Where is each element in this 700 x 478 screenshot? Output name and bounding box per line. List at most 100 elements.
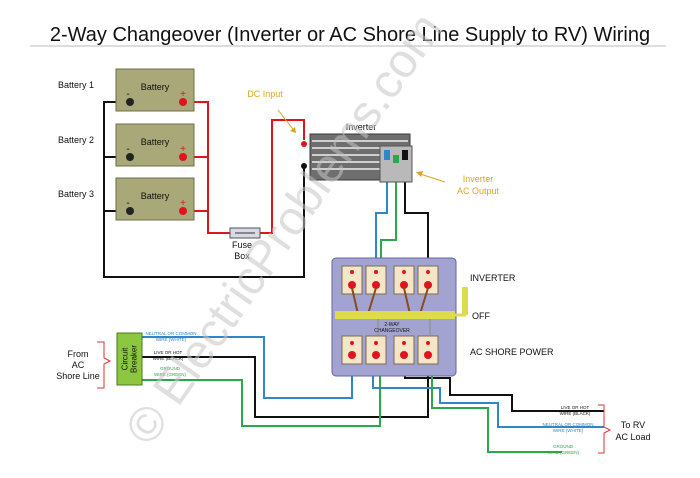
changeover-switch: 2-WAY CHANGEOVER [331, 257, 468, 377]
rv-neutral-wire [372, 362, 604, 428]
inverter-neutral-wire [375, 158, 388, 280]
input-wire-labels: NEUTRAL OR COMMON WIRE (WHITE) LIVE OR H… [145, 331, 196, 377]
screw [400, 351, 408, 359]
inverter-output-line2: AC Output [457, 186, 500, 196]
battery-name: Battery [141, 82, 170, 92]
output-neutral-label-2: WIRE (WHITE) [553, 428, 584, 433]
screw [424, 281, 432, 289]
output-live-label-1: LIVE OR HOT [561, 405, 590, 410]
dc-input-annotation: DC Input [247, 89, 297, 134]
screw [348, 351, 356, 359]
dc-input-label: DC Input [247, 89, 283, 99]
battery-label: Battery 1 [58, 80, 94, 90]
positive-sign: + [180, 89, 186, 100]
switch-label-line2: CHANGEOVER [374, 328, 410, 334]
negative-sign: - [126, 198, 129, 209]
inverter-outlet-ground [393, 155, 399, 163]
screw [374, 341, 378, 345]
inverter-dc-positive-terminal [301, 141, 307, 147]
dc-input-arrowhead [290, 127, 296, 133]
switch-terminal-bottom-4 [417, 335, 439, 365]
screw [402, 341, 406, 345]
inverter-title: Inverter [346, 122, 377, 132]
breaker-label-line2: Breaker [130, 345, 139, 373]
switch-terminal-top-4 [417, 265, 439, 295]
output-neutral-label-1: NEUTRAL OR COMMON [542, 422, 593, 427]
screw [348, 281, 356, 289]
rv-ground-wire [431, 376, 562, 453]
battery-2: Battery - + Battery 2 [58, 123, 195, 167]
from-ac-line1: From [68, 349, 89, 359]
battery-1: Battery - + Battery 1 [58, 68, 195, 112]
positive-terminal [179, 98, 187, 106]
inverter-outlet-live [402, 150, 408, 160]
inverter-ground-wire [380, 162, 397, 258]
from-ac-line2: AC [72, 360, 85, 370]
from-ac-line3: Shore Line [56, 371, 100, 381]
positive-terminal [179, 207, 187, 215]
to-rv-line1: To RV [621, 420, 645, 430]
from-ac-bracket [97, 341, 112, 389]
output-ground-label-1: GROUND [553, 444, 574, 449]
switch-label-line1: 2-WAY [384, 322, 400, 328]
to-rv-bracket [598, 404, 612, 454]
screw [350, 270, 354, 274]
inverter-outlet-neutral [384, 150, 390, 160]
battery-name: Battery [141, 137, 170, 147]
position-inverter-label: INVERTER [470, 273, 516, 283]
switch-link-right [403, 287, 429, 315]
inverter-live-wire [404, 158, 429, 280]
breaker-body [116, 332, 143, 386]
negative-terminal [126, 207, 134, 215]
input-ground-label-1: GROUND [160, 366, 181, 371]
inverter-dc-negative-terminal [301, 163, 307, 169]
battery-3: Battery - + Battery 3 [58, 177, 195, 221]
screw [400, 281, 408, 289]
switch-off-bar [335, 311, 455, 319]
positive-sign: + [180, 144, 186, 155]
positive-terminal [179, 153, 187, 161]
position-shore-label: AC SHORE POWER [470, 347, 554, 357]
switch-terminal-bottom-3 [393, 335, 415, 365]
negative-sign: - [126, 89, 129, 100]
battery-label: Battery 3 [58, 189, 94, 199]
output-arrowhead [416, 171, 423, 177]
from-ac-source: From AC Shore Line [56, 341, 112, 389]
position-off-label: OFF [472, 311, 490, 321]
input-neutral-label-2: WIRE (WHITE) [156, 337, 187, 342]
output-ground-label-2: WIRE (GREEN) [547, 450, 580, 455]
input-live-label-2: WIRE (BLACK) [153, 356, 184, 361]
input-live-label-1: LIVE OR HOT [154, 350, 183, 355]
output-wire-labels: LIVE OR HOT WIRE (BLACK) NEUTRAL OR COMM… [542, 405, 593, 455]
shore-ground-wire [142, 376, 381, 427]
screw [426, 341, 430, 345]
switch-terminal-top-3 [393, 265, 415, 295]
input-ground-label-2: WIRE (GREEN) [154, 372, 187, 377]
screw [426, 270, 430, 274]
switch-link-left [351, 287, 377, 315]
negative-bus-wire [103, 101, 305, 278]
fuse-box: Fuse Box [229, 227, 261, 261]
fuse-label-line1: Fuse [232, 240, 252, 250]
inverter-output-annotation: Inverter AC Output [416, 171, 500, 196]
switch-lever [462, 287, 468, 315]
negative-sign: - [126, 144, 129, 155]
to-rv-line2: AC Load [615, 432, 650, 442]
switch-terminal-top-2 [365, 265, 387, 295]
dc-positive-to-inverter [258, 119, 305, 234]
screw [350, 341, 354, 345]
ac-wiring [142, 158, 604, 453]
negative-terminal [126, 153, 134, 161]
inverter: Inverter [301, 122, 413, 183]
switch-terminal-bottom-1 [341, 335, 363, 365]
positive-bus-wire [185, 101, 232, 234]
page-title: 2-Way Changeover (Inverter or AC Shore L… [50, 24, 650, 46]
screw [372, 281, 380, 289]
breaker-label-line1: Circuit [121, 347, 130, 370]
switch-terminal-top-1 [341, 265, 363, 295]
input-neutral-label-1: NEUTRAL OR COMMON [145, 331, 196, 336]
negative-terminal [126, 98, 134, 106]
rv-live-wire [404, 362, 604, 412]
screw [374, 270, 378, 274]
